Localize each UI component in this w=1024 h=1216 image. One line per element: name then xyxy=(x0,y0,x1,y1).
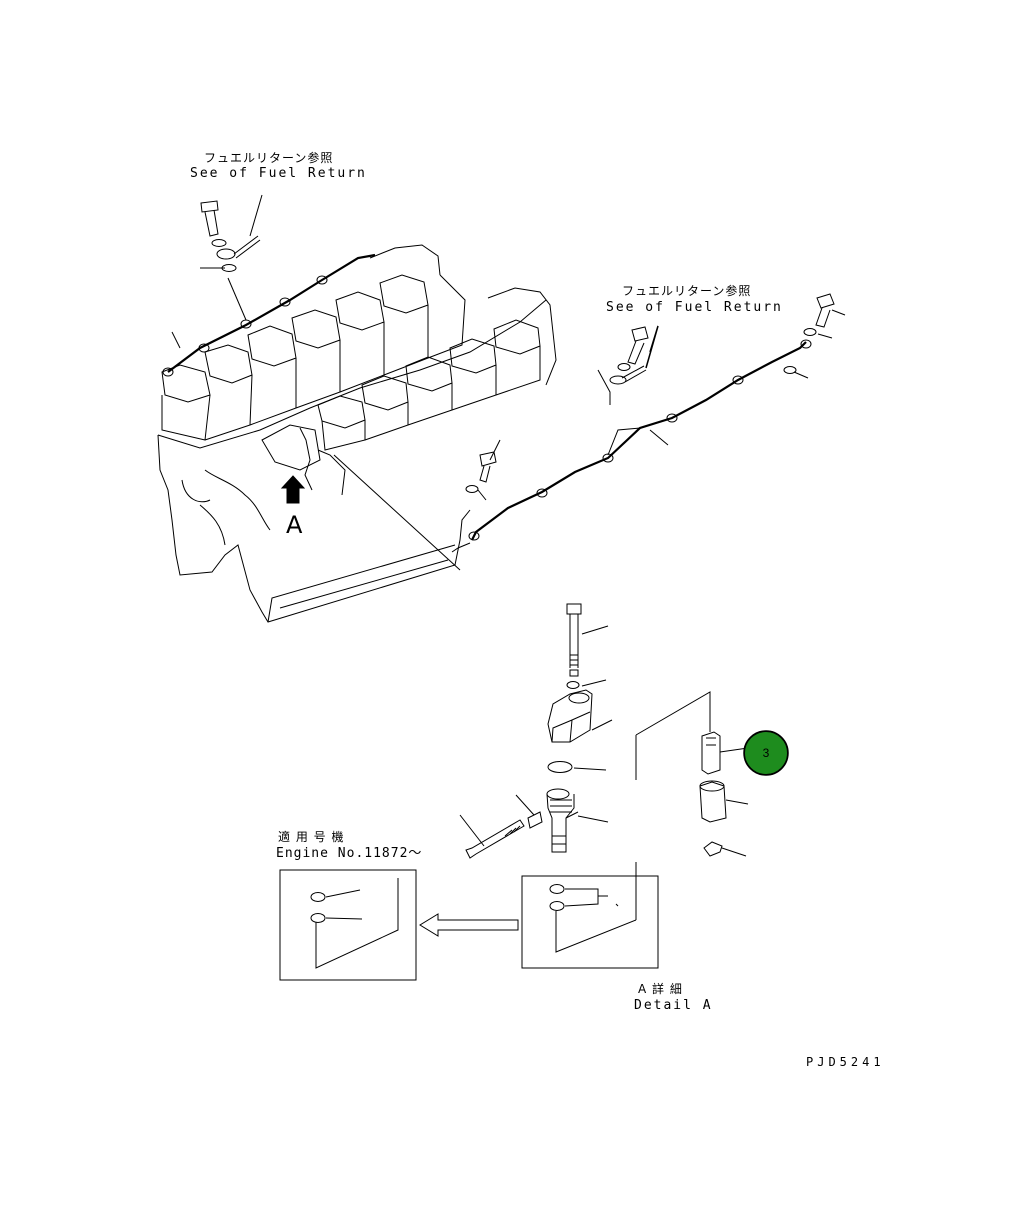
return-pipe xyxy=(468,339,812,541)
drawing-number: PJD5241 xyxy=(806,1055,885,1069)
detail-a-en: Detail A xyxy=(634,998,713,1013)
applicable-engine-en: Engine No.11872～ xyxy=(276,846,423,861)
applicable-engine-box xyxy=(279,869,417,981)
right-bolt-stack xyxy=(451,293,846,553)
o-ring xyxy=(547,761,607,773)
detail-a-box xyxy=(521,875,659,969)
callout-number: 3 xyxy=(762,746,770,760)
fuel-return-ref-jp-1: フュエルリターン参照 xyxy=(204,151,334,165)
callout-badge[interactable]: 3 xyxy=(744,731,788,775)
upper-injection-pipe xyxy=(162,253,376,377)
top-left-bolt-stack xyxy=(200,194,263,272)
engine-block xyxy=(157,244,557,623)
fuel-return-ref-jp-2: フュエルリターン参照 xyxy=(622,284,752,298)
applicable-engine-jp: 適 用 号 機 xyxy=(278,830,345,844)
fuel-return-ref-en-1: See of Fuel Return xyxy=(190,166,367,181)
injector-nozzle-body xyxy=(546,788,609,853)
detail-a-jp: A 詳 細 xyxy=(638,982,683,996)
detail-leader-lines xyxy=(635,691,711,920)
washer xyxy=(566,679,607,689)
direction-arrow xyxy=(419,913,519,937)
fuel-connector-rod xyxy=(459,794,543,859)
injector-bolt xyxy=(566,603,609,677)
view-label-a: A xyxy=(286,511,303,539)
view-arrow-a xyxy=(280,475,306,504)
nozzle-parts xyxy=(699,731,749,857)
injector-clamp xyxy=(547,689,613,743)
fuel-return-ref-en-2: See of Fuel Return xyxy=(606,300,783,315)
